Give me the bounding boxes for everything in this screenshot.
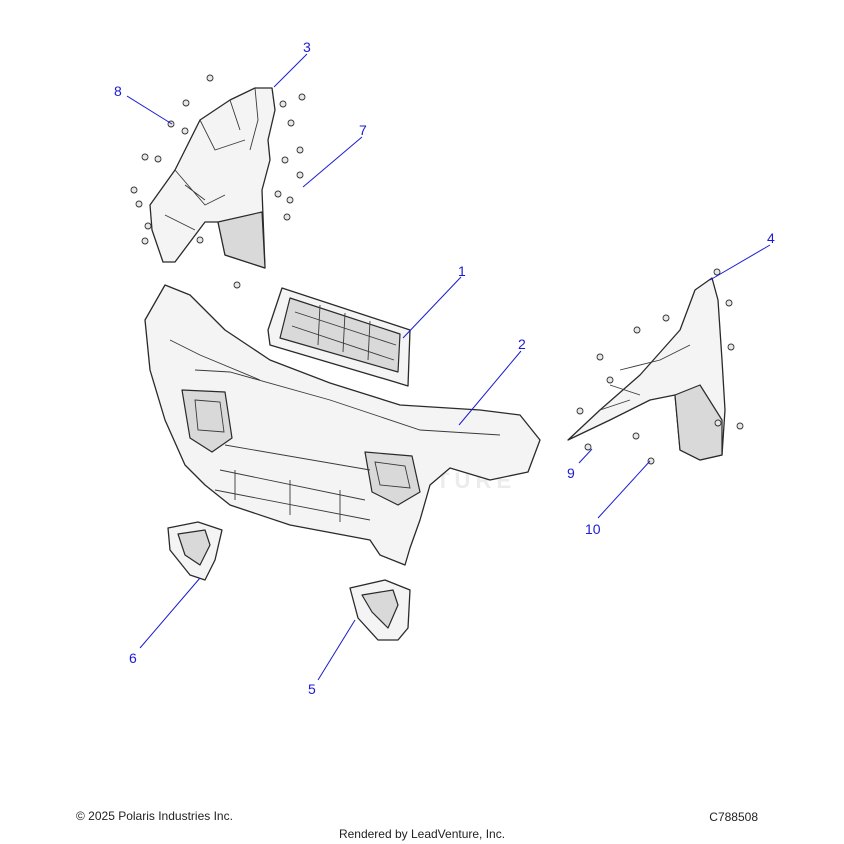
callout-1: 1 <box>458 263 466 279</box>
callout-leaders <box>126 53 771 681</box>
callout-7: 7 <box>359 122 367 138</box>
callout-6: 6 <box>129 650 137 666</box>
callout-10: 10 <box>585 521 601 537</box>
rendered-by-text: Rendered by LeadVenture, Inc. <box>338 827 506 841</box>
callout-4: 4 <box>767 230 775 246</box>
callout-3: 3 <box>303 39 311 55</box>
left-headlight-bezel <box>167 521 223 581</box>
copyright-text: © 2025 Polaris Industries Inc. <box>76 809 233 823</box>
callout-5: 5 <box>308 681 316 697</box>
front-grille <box>267 287 411 387</box>
right-front-fender <box>567 277 726 461</box>
front-bumper-fascia <box>144 284 541 566</box>
fasteners-right-fender <box>576 268 744 465</box>
callout-2: 2 <box>518 336 526 352</box>
callout-9: 9 <box>567 465 575 481</box>
left-inner-fender <box>149 87 276 269</box>
callout-8: 8 <box>114 83 122 99</box>
diagram-id: C788508 <box>709 810 758 824</box>
right-headlight-bezel <box>349 579 411 641</box>
